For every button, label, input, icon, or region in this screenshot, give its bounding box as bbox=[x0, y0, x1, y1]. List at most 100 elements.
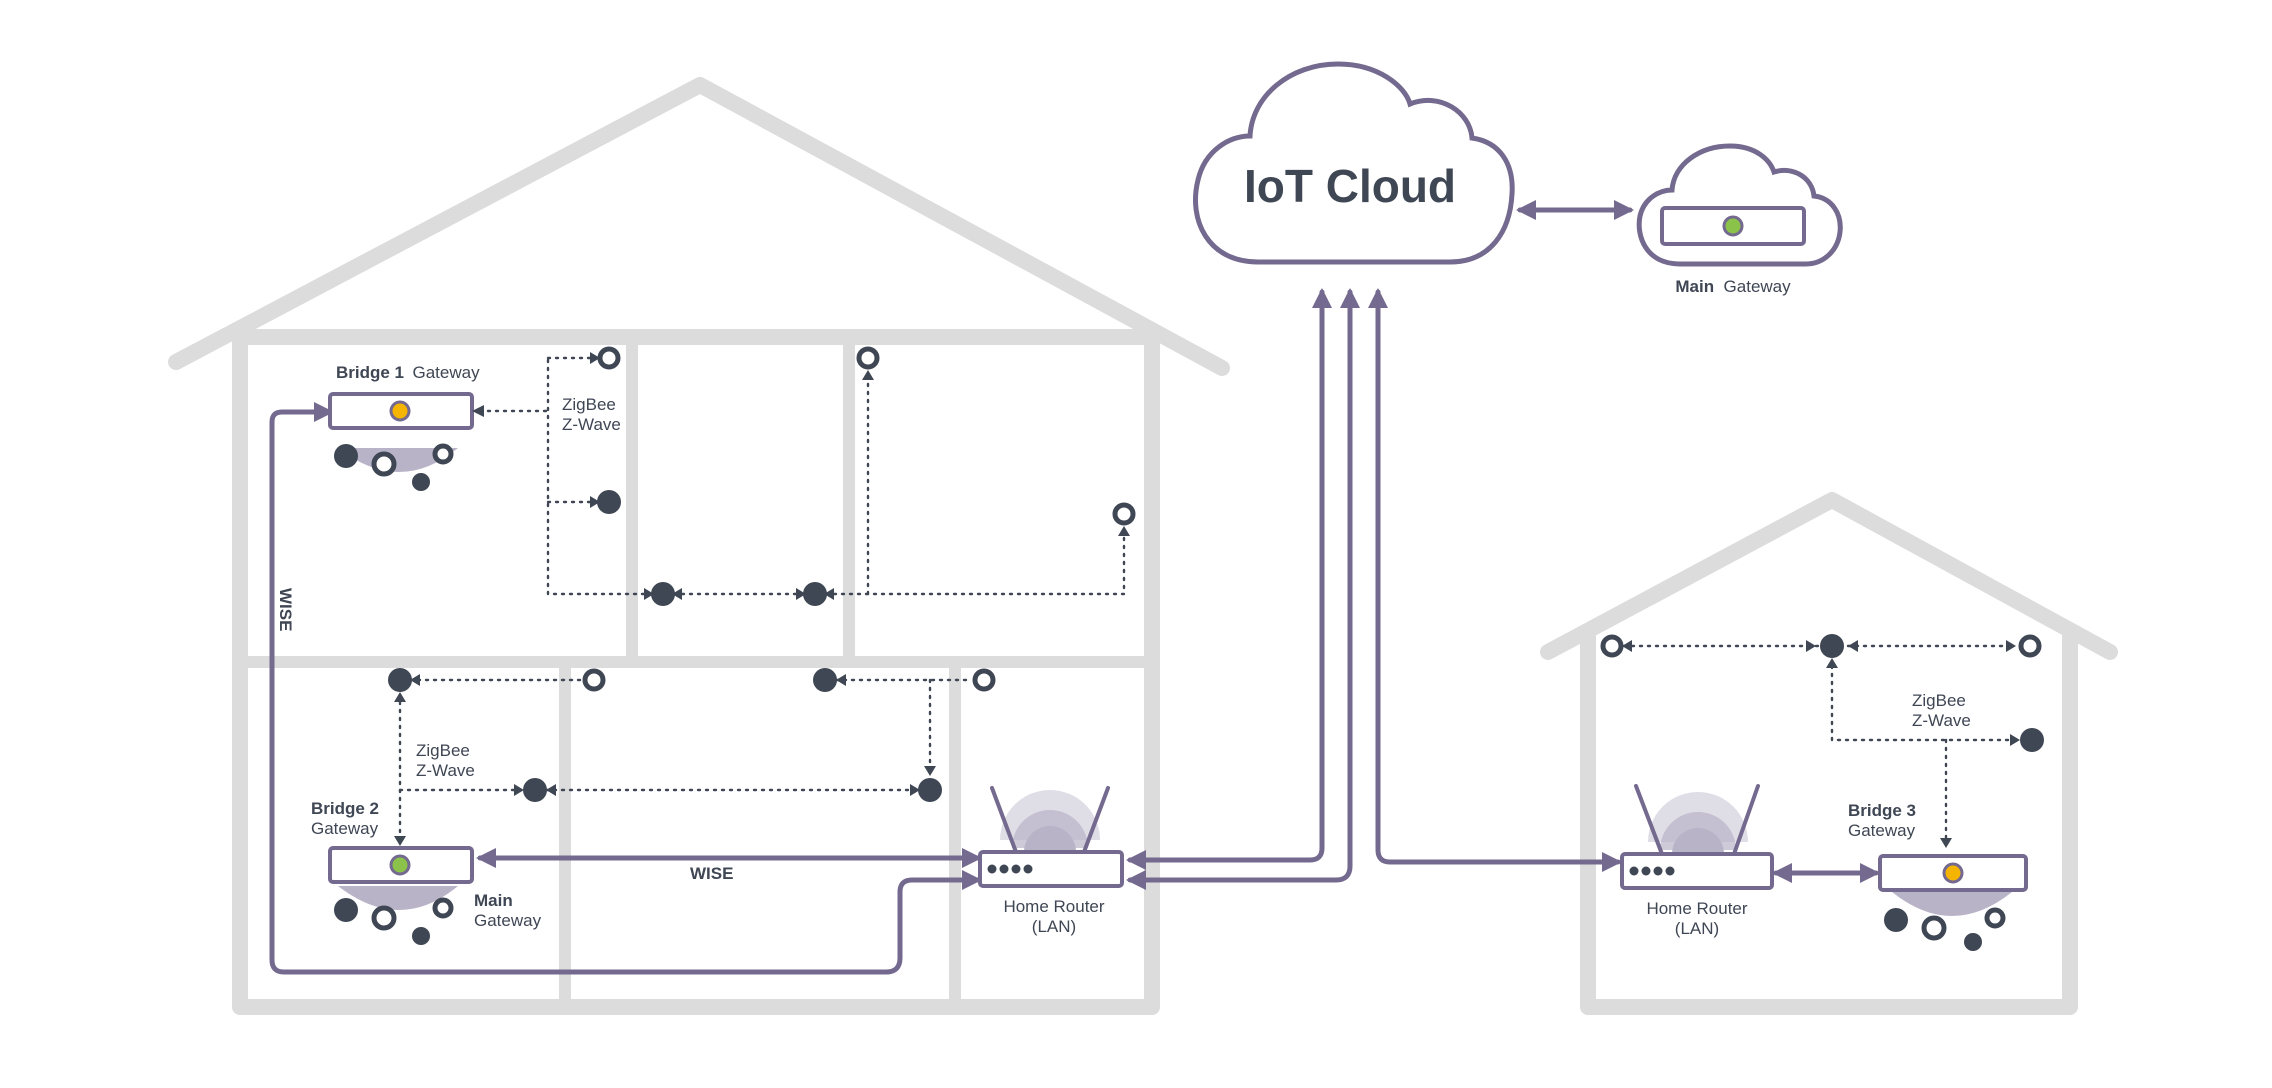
zwave-label-house2: Z-Wave bbox=[1912, 711, 1971, 730]
bridge2-down-arrow bbox=[394, 836, 406, 846]
lower-node-1 bbox=[388, 668, 412, 692]
bridge2-sensor-3 bbox=[432, 897, 454, 919]
bridge3-label-line2: Gateway bbox=[1848, 821, 1916, 840]
bridge3-label-line1: Bridge 3 bbox=[1848, 801, 1916, 820]
mesh-arrow-1 bbox=[644, 588, 654, 600]
bridge1-label-rest: Gateway bbox=[412, 363, 480, 382]
house2-node-2 bbox=[2020, 728, 2044, 752]
router1-port-1 bbox=[987, 864, 997, 874]
iot-cloud-shape bbox=[1193, 61, 1515, 265]
upper-sensor-arrow-3 bbox=[862, 370, 874, 380]
bridge1-sensor-4 bbox=[412, 473, 430, 491]
mesh-arrow-2 bbox=[672, 588, 682, 600]
wise-link-bridge1-router bbox=[269, 402, 982, 975]
house2-arrow-2 bbox=[1806, 640, 1816, 652]
bridge1-sensor-2 bbox=[371, 451, 397, 477]
house2-arrow-3 bbox=[1848, 640, 1858, 652]
router1-port-2 bbox=[999, 864, 1009, 874]
bridge3-sensor-2 bbox=[1921, 915, 1947, 941]
mesh-arrow-4 bbox=[824, 588, 834, 600]
router1-label-line1: Home Router bbox=[1003, 897, 1104, 916]
zigbee-label-upper: ZigBee bbox=[562, 395, 616, 414]
main-gateway-house-label-line1: Main bbox=[474, 891, 513, 910]
router1-antenna-right bbox=[1082, 786, 1110, 854]
cloud-router2-link bbox=[1368, 288, 1622, 872]
bridge2-sensor-2 bbox=[371, 905, 397, 931]
sensor-solid-1 bbox=[597, 490, 621, 514]
wise-label-vertical: WISE bbox=[276, 588, 295, 631]
router2-label-line1: Home Router bbox=[1646, 899, 1747, 918]
house2-arrow-5 bbox=[1826, 658, 1838, 668]
bridge3-sensor-3 bbox=[1984, 907, 2006, 929]
router2-antenna-right bbox=[1732, 784, 1760, 856]
router2-device bbox=[1620, 852, 1774, 890]
lower-sensor-arrow-3 bbox=[924, 766, 936, 776]
main-gateway-cloud-led bbox=[1722, 215, 1744, 237]
bridge2-sensor-4 bbox=[412, 927, 430, 945]
bridge1-gateway: Bridge 1 Gateway bbox=[328, 363, 480, 491]
router2-port-4 bbox=[1665, 866, 1675, 876]
main-gateway-cloud-label: Main Gateway bbox=[1675, 277, 1791, 296]
bridge1-sensor-1 bbox=[334, 444, 358, 468]
iot-cloud-title: IoT Cloud bbox=[1244, 160, 1456, 212]
upper-sensor-arrow-2 bbox=[590, 496, 600, 508]
router1-antenna-left bbox=[990, 786, 1018, 854]
lower-sensor-ring-2 bbox=[972, 668, 996, 692]
main-gateway-cloud: Main Gateway bbox=[1636, 143, 1843, 296]
lower-mesh-arrow-1 bbox=[514, 784, 524, 796]
second-house bbox=[1540, 492, 2118, 1015]
bridge2-label-line2: Gateway bbox=[311, 819, 379, 838]
bridge1-signal-fan bbox=[338, 448, 458, 472]
end-devices bbox=[388, 346, 2044, 802]
router2-port-1 bbox=[1629, 866, 1639, 876]
home-router-2: Home Router (LAN) bbox=[1620, 784, 1774, 938]
wireless-links bbox=[394, 352, 2020, 848]
sensor-ring-1 bbox=[597, 346, 621, 370]
router-cloud-link-2 bbox=[1126, 288, 1360, 890]
bridge2-sensor-1 bbox=[334, 898, 358, 922]
house2-arrow-4 bbox=[2006, 640, 2016, 652]
router1-port-3 bbox=[1011, 864, 1021, 874]
wise-label-horizontal: WISE bbox=[690, 864, 733, 883]
bridge2-label-line1: Bridge 2 bbox=[311, 799, 379, 818]
bridge2-gateway: Bridge 2 Gateway Main Gateway bbox=[311, 799, 542, 945]
upper-sensor-arrow-1 bbox=[590, 352, 600, 364]
house2-arrow-6 bbox=[2010, 734, 2020, 746]
main-gateway-cloud-shape bbox=[1636, 143, 1843, 267]
bridge1-led bbox=[389, 400, 411, 422]
router1-port-4 bbox=[1023, 864, 1033, 874]
router1-signal-inner bbox=[1024, 826, 1076, 852]
zigbee-label-house2: ZigBee bbox=[1912, 691, 1966, 710]
house2-arrow-7 bbox=[1940, 838, 1952, 848]
lower-sensor-ring-1 bbox=[582, 668, 606, 692]
lower-sensor-arrow-2 bbox=[836, 674, 846, 686]
bridge3-led bbox=[1942, 862, 1964, 884]
router2-port-2 bbox=[1641, 866, 1651, 876]
home-router-1: Home Router (LAN) bbox=[978, 786, 1124, 936]
wired-links bbox=[269, 200, 1880, 975]
mesh-node-1 bbox=[651, 582, 675, 606]
bridge1-label: Bridge 1 Gateway bbox=[336, 363, 480, 382]
lower-sensor-arrow-1 bbox=[410, 674, 420, 686]
lower-mesh-arrow-2 bbox=[546, 784, 556, 796]
bridge1-sensor-3 bbox=[432, 443, 454, 465]
mesh-node-2 bbox=[803, 582, 827, 606]
iot-cloud: IoT Cloud bbox=[1193, 61, 1515, 265]
bridge3-gateway: Bridge 3 Gateway bbox=[1848, 801, 2028, 951]
router2-label-line2: (LAN) bbox=[1675, 919, 1719, 938]
lower-node-2 bbox=[523, 778, 547, 802]
bridge2-up-arrow bbox=[394, 692, 406, 702]
router1-device bbox=[978, 850, 1124, 888]
zwave-label-upper: Z-Wave bbox=[562, 415, 621, 434]
router2-antenna-left bbox=[1634, 784, 1664, 856]
main-house-roof bbox=[168, 77, 1230, 376]
main-gateway-house-label-line2: Gateway bbox=[474, 911, 542, 930]
bridge3-signal-fan bbox=[1892, 892, 2012, 916]
router2-port-3 bbox=[1653, 866, 1663, 876]
second-house-roof bbox=[1540, 492, 2118, 660]
upper-mesh-link bbox=[546, 358, 1126, 596]
bridge1-wireless-arrow bbox=[472, 405, 484, 417]
router1-label-line2: (LAN) bbox=[1032, 917, 1076, 936]
sensor-ring-3 bbox=[1112, 502, 1136, 526]
sensor-ring-2 bbox=[856, 346, 880, 370]
